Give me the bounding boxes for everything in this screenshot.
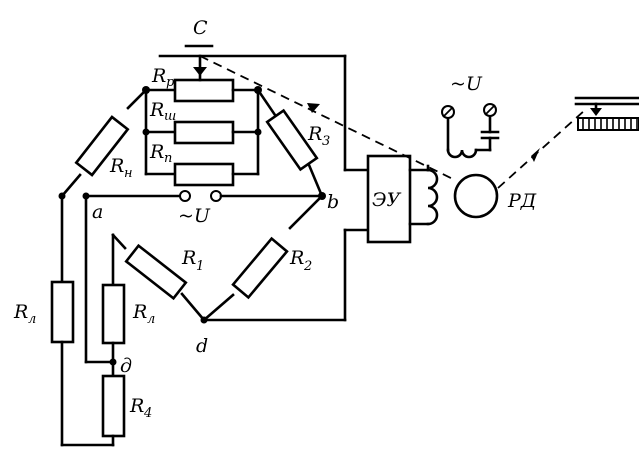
svg-text:R: R (149, 141, 164, 163)
svg-text:л: л (147, 312, 155, 327)
svg-text:p: p (166, 75, 175, 90)
resistor-r4 (101, 374, 126, 438)
svg-text:л: л (28, 312, 36, 327)
motor-circle (453, 173, 499, 219)
svg-text:~U: ~U (450, 73, 483, 95)
resistor-r3-branch: R 3 (256, 88, 330, 198)
svg-text:4: 4 (143, 406, 152, 421)
svg-text:R: R (151, 65, 166, 87)
slider-c: C (184, 17, 214, 76)
resistor-rl-mid (101, 283, 126, 345)
svg-text:R: R (109, 155, 124, 177)
mechanical-linkage (199, 55, 586, 189)
svg-text:ш: ш (164, 109, 176, 124)
svg-text:R: R (307, 123, 322, 145)
svg-text:d: d (196, 335, 208, 357)
svg-text:b: b (327, 191, 339, 213)
label-c: C (193, 17, 208, 39)
svg-text:2: 2 (303, 259, 312, 274)
svg-text:п: п (164, 151, 172, 166)
svg-text:R: R (13, 301, 28, 323)
svg-text:1: 1 (196, 259, 204, 274)
svg-text:н: н (124, 166, 133, 181)
svg-text:R: R (132, 301, 147, 323)
svg-text:ЭУ: ЭУ (372, 189, 402, 211)
svg-text:~U: ~U (178, 205, 211, 227)
indicator-scale (574, 96, 639, 131)
top-wire (158, 54, 370, 172)
left-lead-line: R л (13, 192, 115, 447)
resistor-rn-branch: R н (60, 88, 148, 198)
resistor-rn (74, 115, 130, 177)
resistor-r2 (231, 236, 289, 300)
svg-text:3: 3 (322, 134, 330, 149)
amplifier-block: ЭУ (366, 154, 439, 244)
amplifier-box (366, 154, 412, 244)
motor: РД ~U (441, 73, 537, 219)
supply-terminal-left (179, 190, 191, 202)
svg-text:R: R (289, 247, 304, 269)
svg-text:д: д (120, 355, 132, 377)
supply-terminal-right (210, 190, 222, 202)
resistor-rpp (173, 162, 235, 187)
supply-line: a b ~U (82, 190, 339, 227)
resistor-rsh (173, 120, 235, 145)
middle-lead-line: R л д R 4 (84, 194, 155, 447)
resistor-rp (173, 78, 235, 103)
svg-text:R: R (149, 99, 164, 121)
resistor-rl-left (50, 280, 75, 344)
svg-text:R: R (129, 395, 144, 417)
resistor-r1 (124, 243, 188, 301)
svg-text:R: R (181, 247, 196, 269)
resistor-group: R p R ш R п (142, 65, 262, 187)
svg-text:a: a (92, 201, 103, 223)
svg-text:РД: РД (507, 190, 537, 212)
bridge-lower-arms: R 1 R 2 d (111, 194, 370, 357)
